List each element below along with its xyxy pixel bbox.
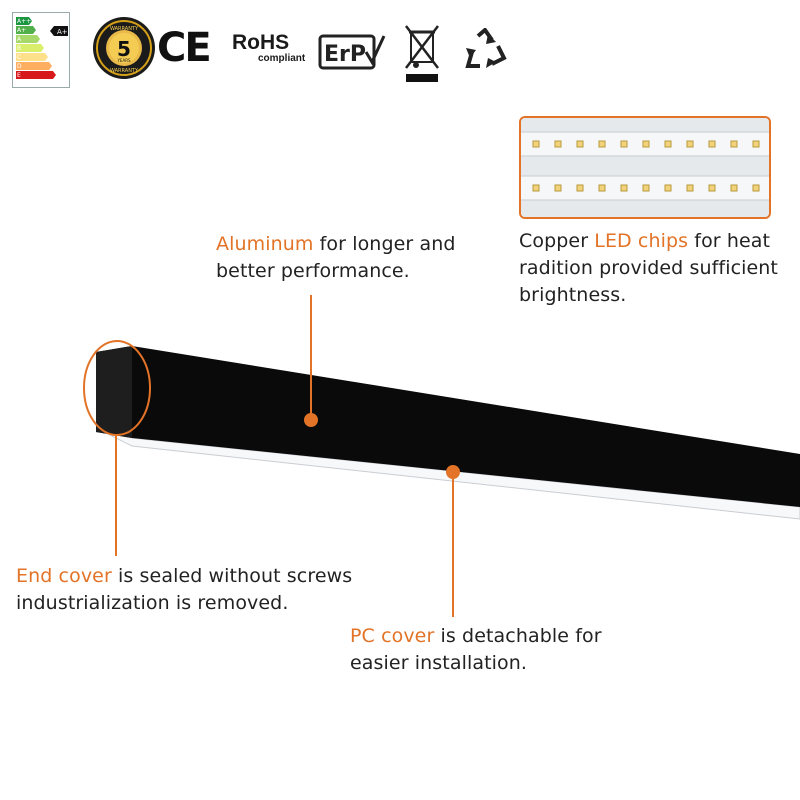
weee-bin-icon [402,22,442,84]
recycle-icon [462,28,508,72]
pc-cover-callout: PC cover is detachable for easier instal… [350,623,650,677]
led-chip [642,140,650,148]
aluminum-text: for longer and better performance. [216,233,456,282]
led-chip [620,140,628,148]
led-chip [532,184,540,192]
led-chip [620,184,628,192]
aluminum-callout: Aluminum for longer and better performan… [216,231,486,285]
energy-class-label: A [17,36,22,43]
pc-cover-dot [446,465,460,479]
led-chip [664,184,672,192]
led-chip [686,184,694,192]
energy-class-label: D [17,63,22,70]
ce-mark: CE [157,25,212,71]
led-chip [708,184,716,192]
end-cap [96,346,132,438]
certification-badges: A++ A+ A B C D E A+ WARRANTY 5 YEARS WAR… [0,0,800,95]
end-cover-highlight [83,340,151,436]
pc-cover-keyword: PC cover [350,625,435,647]
warranty-top-text: WARRANTY [110,26,139,32]
led-chip [730,184,738,192]
warranty-bottom-text: WARRANTY [110,68,139,74]
rohs-subtitle: compliant [258,53,306,64]
warranty-unit: YEARS [116,58,130,63]
energy-rating: A+ [57,28,68,36]
energy-class-label: B [17,45,21,52]
led-chip [554,184,562,192]
end-cover-text: is sealed without screws industrializati… [16,565,353,614]
led-chips-photo [519,116,771,219]
led-chip [730,140,738,148]
aluminum-profile [96,346,800,507]
led-text: for heat radition provided sufficient br… [519,230,778,306]
energy-class-label: A++ [17,18,31,25]
end-cover-callout: End cover is sealed without screws indus… [16,563,376,617]
led-chip [664,140,672,148]
led-chip [686,140,694,148]
led-chips-callout: Copper LED chips for heat radition provi… [519,228,789,309]
led-keyword: LED chips [594,230,689,252]
led-chip [752,184,760,192]
led-pre-text: Copper [519,230,595,252]
rohs-title: RoHS [232,31,290,54]
energy-class-label: E [17,72,21,79]
end-cover-keyword: End cover [16,565,112,587]
rohs-mark: RoHS compliant [232,31,312,64]
warranty-seal-icon: WARRANTY 5 YEARS WARRANTY [92,16,156,80]
energy-class-label: A+ [17,27,26,34]
led-chip [576,184,584,192]
warranty-years: 5 [117,37,131,61]
aluminum-keyword: Aluminum [216,233,314,255]
led-chip [598,140,606,148]
led-chip [576,140,584,148]
led-chip [554,140,562,148]
energy-label-icon: A++ A+ A B C D E A+ [12,12,70,88]
led-chip [708,140,716,148]
erp-mark-icon: ErP [318,32,386,72]
led-chip [532,140,540,148]
led-chip [598,184,606,192]
energy-class-label: C [17,54,21,61]
led-chip [642,184,650,192]
pc-cover-text: is detachable for easier installation. [350,625,602,674]
led-chip [752,140,760,148]
erp-text: ErP [324,42,366,67]
aluminum-dot [304,413,318,427]
